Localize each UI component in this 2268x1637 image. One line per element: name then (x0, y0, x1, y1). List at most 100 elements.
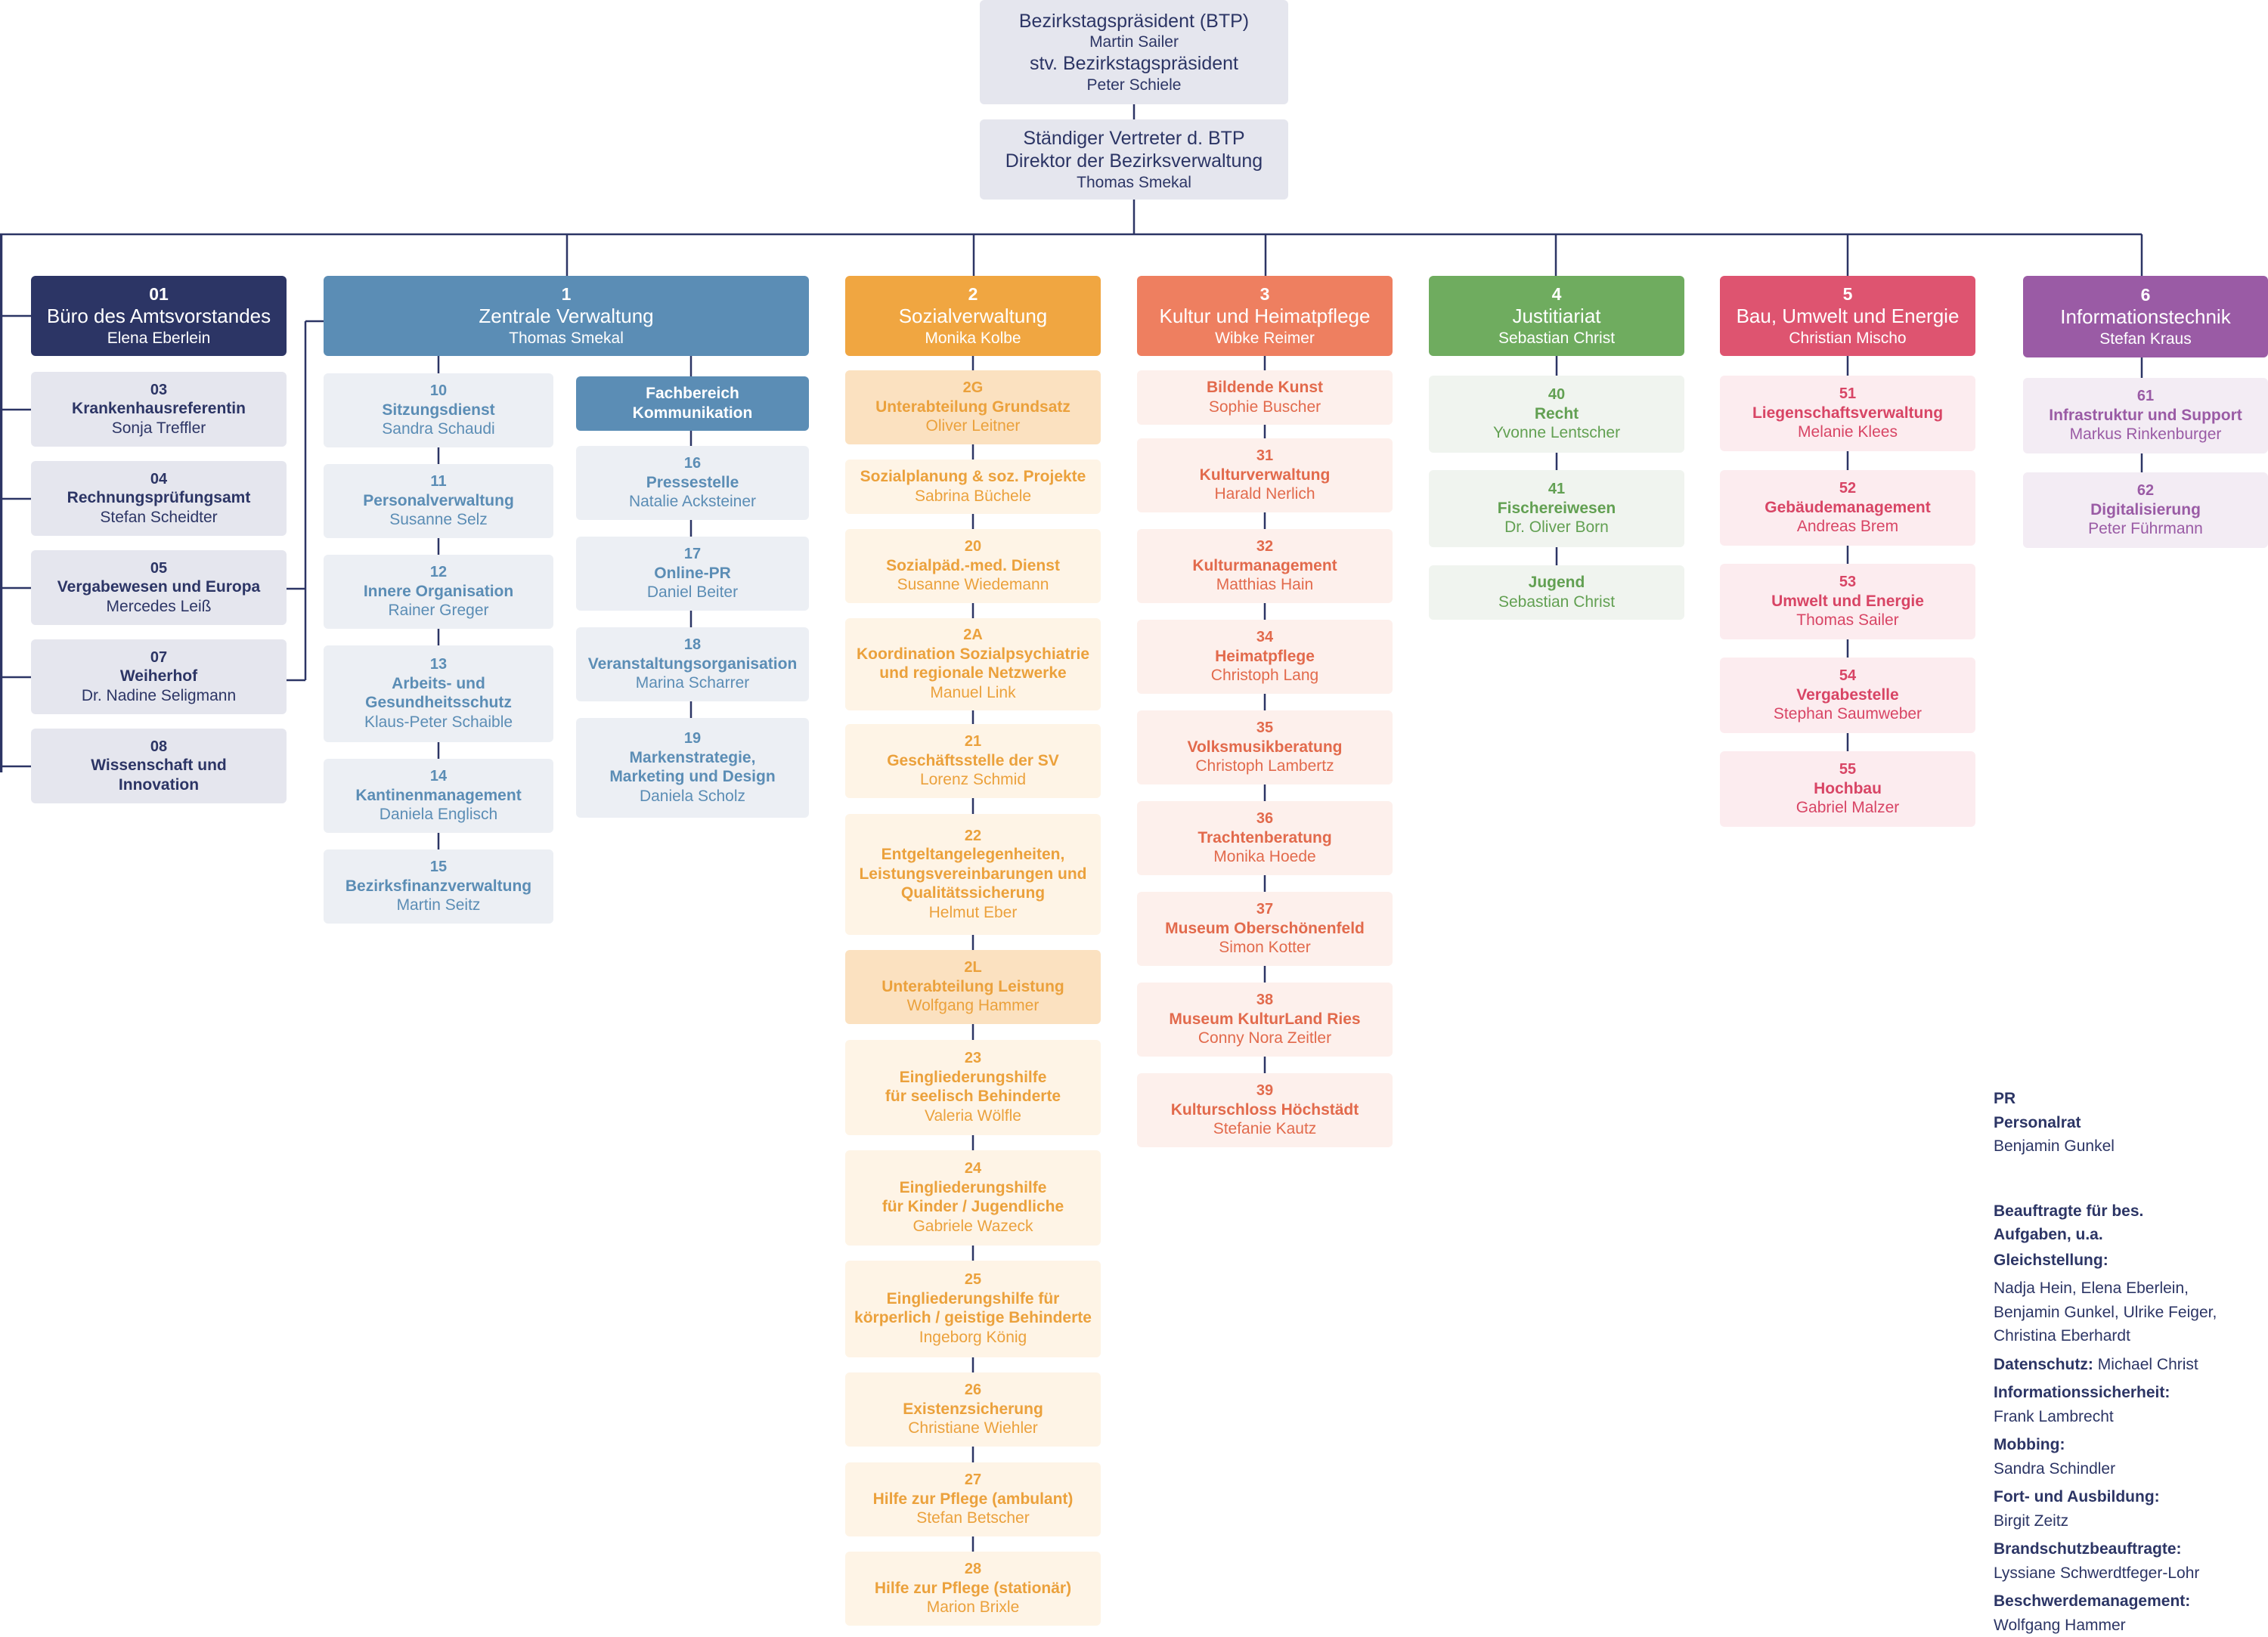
unit-head-name: Melanie Klees (1798, 422, 1898, 442)
unit-number: 38 (1256, 991, 1273, 1009)
unit-number: 62 (2137, 481, 2154, 500)
unit-title: Digitalisierung (2090, 500, 2201, 520)
unit-number: 04 (150, 470, 167, 488)
unit-title: Vergabestelle (1796, 685, 1898, 705)
department-number: 01 (149, 283, 169, 305)
unit-title: Volksmusikberatung (1188, 738, 1343, 757)
unit-title: Marketing und Design (609, 767, 775, 787)
unit-number: 55 (1839, 760, 1856, 778)
unit-title: Gebäudemanagement (1765, 498, 1930, 518)
informationssicherheit-name: Frank Lambrecht (1994, 1405, 2258, 1429)
datenschutz-label: Datenschutz: (1994, 1356, 2093, 1373)
beschwerde-name: Wolfgang Hammer (1994, 1614, 2258, 1637)
unit-head-name: Rainer Greger (388, 601, 488, 620)
unit-title: Wissenschaft und (91, 756, 227, 775)
unit-number: 20 (965, 537, 981, 555)
unit-title: Kulturmanagement (1192, 556, 1337, 576)
unit-number: 41 (1548, 480, 1565, 498)
vice-president-name: Peter Schiele (1087, 76, 1182, 95)
department-number: 1 (562, 283, 572, 305)
unit-title: Qualitätssicherung (901, 883, 1045, 903)
unit-number: 12 (430, 563, 447, 581)
fortbildung-label: Fort- und Ausbildung: (1994, 1485, 2258, 1509)
unit-title: und regionale Netzwerke (879, 664, 1066, 683)
datenschutz-name: Michael Christ (2098, 1356, 2198, 1373)
unit-title: Liegenschaftsverwaltung (1752, 404, 1943, 423)
pr-abbr: PR (1994, 1087, 2258, 1111)
unit-title: Veranstaltungsorganisation (588, 654, 798, 674)
unit-head-name: Stefan Scheidter (100, 508, 217, 528)
unit-title: Museum Oberschönenfeld (1165, 919, 1365, 939)
unit-head-name: Daniel Beiter (647, 583, 738, 602)
unit-number: 2A (963, 626, 983, 644)
department-title: Büro des Amtsvorstandes (47, 305, 271, 329)
unit-number: 53 (1839, 573, 1856, 591)
unit-number: 15 (430, 858, 447, 876)
unit-number: 52 (1839, 479, 1856, 497)
fachbereich-title: Fachbereich (646, 384, 739, 404)
unit-title: körperlich / geistige Behinderte (854, 1308, 1092, 1328)
unit-number: 2G (963, 379, 984, 397)
unit-head-name: Simon Kotter (1219, 938, 1310, 958)
unit-title: für Kinder / Jugendliche (882, 1197, 1064, 1217)
unit-title: Fischereiwesen (1498, 499, 1616, 518)
